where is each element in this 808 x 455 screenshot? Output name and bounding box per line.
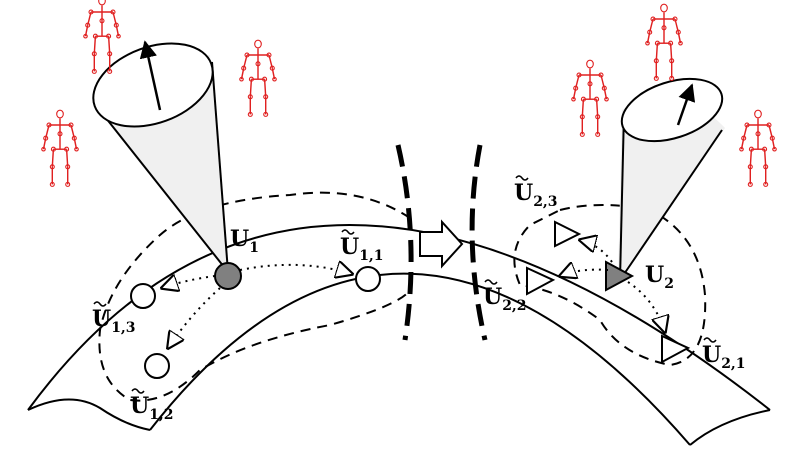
svg-text:U2: U2 xyxy=(645,262,674,292)
svg-text:U2,1: U2,1 xyxy=(702,342,746,372)
left-cluster-region xyxy=(98,191,411,402)
point-u22 xyxy=(526,266,556,296)
label-u1: U1 xyxy=(230,226,259,256)
svg-text:U1,2: U1,2 xyxy=(130,393,174,423)
svg-text:U1,3: U1,3 xyxy=(92,306,136,336)
svg-text:U2,2: U2,2 xyxy=(483,284,527,314)
label-u11: U1,1 xyxy=(340,229,384,264)
point-u23 xyxy=(554,220,582,248)
skeleton-figure-icon xyxy=(645,3,683,82)
cone-left-icon xyxy=(92,40,229,273)
point-u21 xyxy=(661,334,691,364)
label-u12: U1,2 xyxy=(130,388,174,423)
label-u21: U2,1 xyxy=(702,337,746,372)
label-u23: U2,3 xyxy=(514,175,558,210)
right-points xyxy=(526,220,691,364)
skeleton-figure-icon xyxy=(239,39,277,118)
skeleton-figure-icon xyxy=(571,59,609,138)
svg-text:U1: U1 xyxy=(230,226,259,256)
label-u13: U1,3 xyxy=(92,301,136,336)
skeleton-figure-icon xyxy=(739,109,777,188)
point-u11 xyxy=(355,266,381,292)
svg-text:U2,3: U2,3 xyxy=(514,180,558,210)
point-u13 xyxy=(130,283,156,309)
separator-lines xyxy=(395,144,488,341)
skeleton-figure-icon xyxy=(41,109,79,188)
label-u22: U2,2 xyxy=(483,279,527,314)
point-u1 xyxy=(214,262,242,290)
point-u12 xyxy=(144,353,170,379)
label-u2: U2 xyxy=(645,262,674,292)
cone-right-icon xyxy=(618,77,725,281)
point-u2 xyxy=(605,260,635,292)
transfer-arrow-icon xyxy=(419,219,464,269)
left-points xyxy=(130,262,381,379)
svg-text:U1,1: U1,1 xyxy=(340,234,384,264)
